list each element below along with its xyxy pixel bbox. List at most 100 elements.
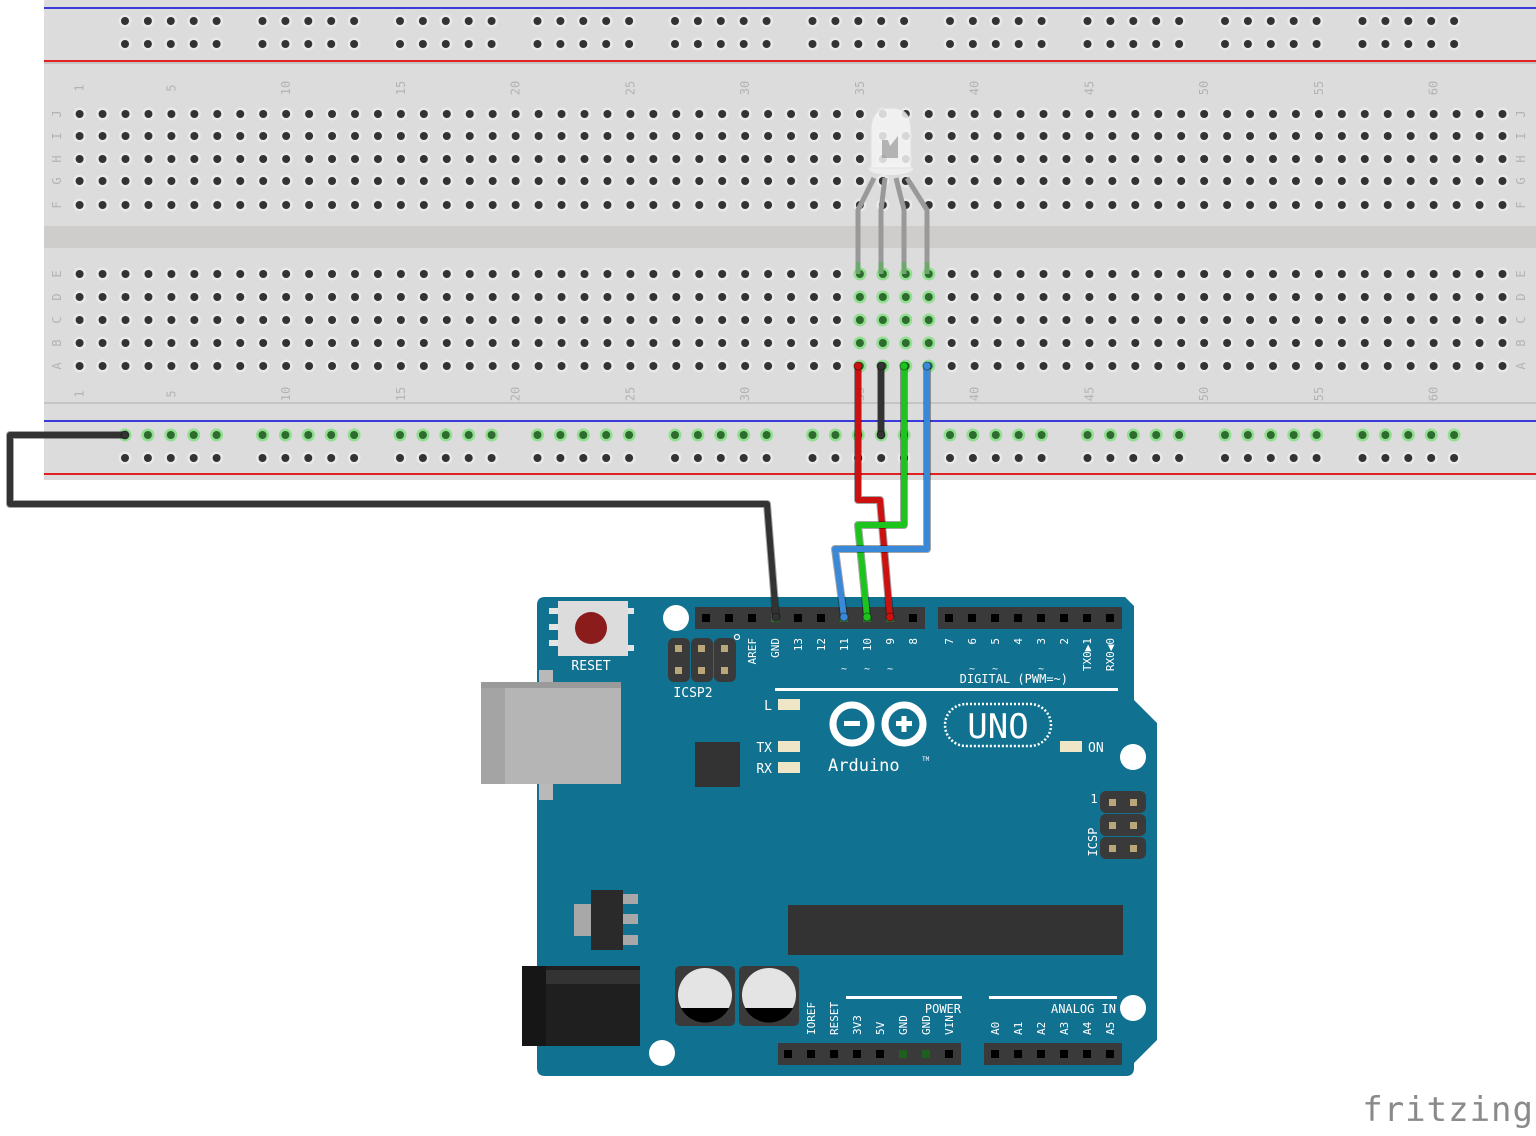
breadboard-hole[interactable] bbox=[465, 293, 474, 301]
breadboard-hole[interactable] bbox=[442, 201, 451, 209]
breadboard-hole[interactable] bbox=[1312, 17, 1321, 25]
breadboard-hole[interactable] bbox=[855, 155, 864, 163]
breadboard-hole[interactable] bbox=[121, 17, 129, 25]
breadboard-hole[interactable] bbox=[1452, 316, 1461, 324]
breadboard-hole[interactable] bbox=[970, 201, 979, 209]
breadboard-hole[interactable] bbox=[557, 362, 566, 370]
breadboard-hole[interactable] bbox=[718, 155, 727, 163]
reset-button[interactable] bbox=[575, 612, 607, 644]
breadboard-hole[interactable] bbox=[1223, 201, 1232, 209]
breadboard-hole[interactable] bbox=[212, 17, 221, 25]
breadboard-hole[interactable] bbox=[98, 177, 107, 185]
breadboard-hole[interactable] bbox=[1085, 316, 1094, 324]
breadboard-hole[interactable] bbox=[1498, 155, 1507, 163]
breadboard-hole[interactable] bbox=[236, 293, 245, 301]
breadboard-hole[interactable] bbox=[993, 177, 1002, 185]
breadboard-hole[interactable] bbox=[98, 270, 107, 278]
breadboard-hole[interactable] bbox=[1108, 155, 1117, 163]
breadboard-hole[interactable] bbox=[511, 316, 520, 324]
breadboard-hole[interactable] bbox=[764, 155, 773, 163]
breadboard-hole[interactable] bbox=[993, 155, 1002, 163]
breadboard-hole[interactable] bbox=[441, 40, 450, 48]
breadboard-hole[interactable] bbox=[649, 293, 658, 301]
breadboard-hole[interactable] bbox=[167, 155, 176, 163]
breadboard-hole[interactable] bbox=[649, 110, 658, 118]
breadboard-hole[interactable] bbox=[810, 316, 818, 324]
breadboard-hole[interactable] bbox=[236, 177, 245, 185]
breadboard-hole[interactable] bbox=[1266, 17, 1275, 25]
breadboard-hole[interactable] bbox=[1337, 293, 1346, 301]
breadboard-hole[interactable] bbox=[1243, 431, 1252, 439]
breadboard-hole[interactable] bbox=[419, 201, 428, 209]
breadboard-hole[interactable] bbox=[993, 316, 1002, 324]
breadboard-hole[interactable] bbox=[580, 316, 589, 324]
breadboard-hole[interactable] bbox=[1223, 293, 1232, 301]
breadboard-hole[interactable] bbox=[167, 201, 176, 209]
breadboard-hole[interactable] bbox=[1154, 110, 1163, 118]
breadboard-hole[interactable] bbox=[878, 339, 887, 347]
breadboard-hole[interactable] bbox=[993, 132, 1002, 140]
breadboard-hole[interactable] bbox=[534, 201, 543, 209]
breadboard-hole[interactable] bbox=[189, 17, 198, 25]
icsp-pin[interactable] bbox=[1109, 845, 1116, 852]
breadboard-hole[interactable] bbox=[1108, 177, 1117, 185]
breadboard-hole[interactable] bbox=[602, 454, 611, 462]
breadboard-hole[interactable] bbox=[166, 40, 175, 48]
breadboard-hole[interactable] bbox=[993, 201, 1002, 209]
breadboard-hole[interactable] bbox=[1289, 431, 1298, 439]
breadboard-hole[interactable] bbox=[396, 293, 405, 301]
breadboard-hole[interactable] bbox=[1039, 362, 1048, 370]
breadboard-hole[interactable] bbox=[1083, 40, 1092, 48]
breadboard-hole[interactable] bbox=[1062, 155, 1071, 163]
breadboard-hole[interactable] bbox=[1177, 270, 1186, 278]
breadboard-hole[interactable] bbox=[946, 17, 954, 25]
breadboard-hole[interactable] bbox=[1083, 431, 1092, 439]
breadboard-hole[interactable] bbox=[190, 110, 199, 118]
breadboard-hole[interactable] bbox=[1085, 339, 1094, 347]
breadboard-hole[interactable] bbox=[556, 431, 565, 439]
icsp2-pin[interactable] bbox=[721, 645, 728, 652]
breadboard-hole[interactable] bbox=[121, 132, 130, 140]
breadboard-hole[interactable] bbox=[695, 201, 704, 209]
breadboard-hole[interactable] bbox=[626, 201, 635, 209]
breadboard-hole[interactable] bbox=[75, 201, 84, 209]
breadboard-hole[interactable] bbox=[947, 177, 956, 185]
breadboard-hole[interactable] bbox=[189, 40, 198, 48]
breadboard-hole[interactable] bbox=[190, 316, 199, 324]
breadboard-hole[interactable] bbox=[832, 339, 841, 347]
breadboard-hole[interactable] bbox=[672, 339, 681, 347]
breadboard-hole[interactable] bbox=[1085, 155, 1094, 163]
breadboard-hole[interactable] bbox=[1269, 155, 1277, 163]
breadboard-hole[interactable] bbox=[282, 110, 291, 118]
breadboard-hole[interactable] bbox=[465, 201, 474, 209]
breadboard-hole[interactable] bbox=[534, 339, 543, 347]
breadboard-hole[interactable] bbox=[1131, 110, 1140, 118]
breadboard-hole[interactable] bbox=[305, 110, 314, 118]
icsp2-pin[interactable] bbox=[721, 667, 728, 674]
breadboard-hole[interactable] bbox=[98, 155, 107, 163]
breadboard-hole[interactable] bbox=[328, 339, 337, 347]
breadboard-hole[interactable] bbox=[236, 155, 245, 163]
breadboard-hole[interactable] bbox=[1221, 17, 1229, 25]
breadboard-hole[interactable] bbox=[1269, 270, 1277, 278]
analog-pin-A2[interactable] bbox=[1037, 1050, 1045, 1058]
breadboard-hole[interactable] bbox=[511, 201, 520, 209]
breadboard-hole[interactable] bbox=[649, 155, 658, 163]
breadboard-hole[interactable] bbox=[1498, 132, 1507, 140]
breadboard-hole[interactable] bbox=[1177, 155, 1186, 163]
breadboard-hole[interactable] bbox=[419, 293, 428, 301]
breadboard-hole[interactable] bbox=[167, 362, 176, 370]
digital-pin-7[interactable] bbox=[945, 614, 953, 622]
breadboard-hole[interactable] bbox=[603, 110, 612, 118]
breadboard-hole[interactable] bbox=[1039, 177, 1048, 185]
breadboard-hole[interactable] bbox=[1314, 177, 1323, 185]
breadboard-hole[interactable] bbox=[190, 339, 199, 347]
breadboard-hole[interactable] bbox=[1016, 155, 1025, 163]
breadboard-hole[interactable] bbox=[488, 155, 497, 163]
breadboard-hole[interactable] bbox=[75, 316, 84, 324]
digital-pin-12[interactable] bbox=[817, 614, 825, 622]
breadboard-hole[interactable] bbox=[442, 177, 451, 185]
breadboard-hole[interactable] bbox=[282, 362, 291, 370]
breadboard-hole[interactable] bbox=[259, 316, 268, 324]
breadboard-hole[interactable] bbox=[1106, 40, 1115, 48]
